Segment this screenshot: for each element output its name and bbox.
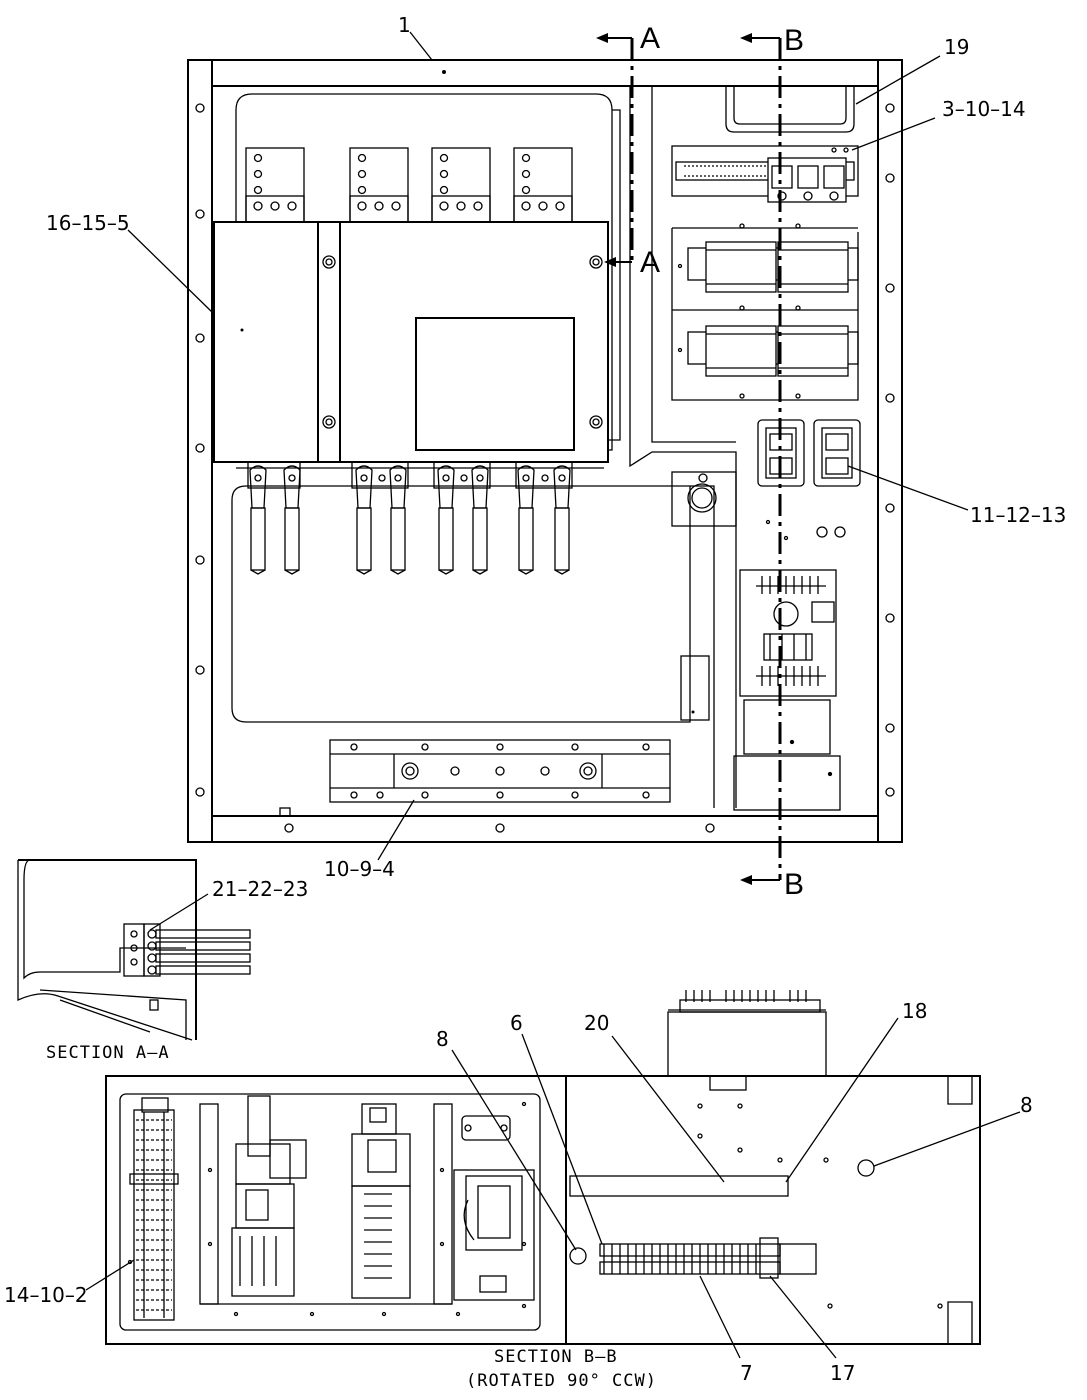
section-aa-view [17,859,251,1041]
callout-1: 1 [398,13,411,37]
leader-lines [127,31,969,861]
din-components-2 [351,1103,411,1299]
section-mark-a-mid: A [640,246,660,279]
section-bb-subtitle: (ROTATED 90° CCW) [466,1371,657,1391]
callout-19: 19 [944,35,969,59]
callout-20: 20 [584,1011,609,1035]
callout-11-12-13: 11–12–13 [970,503,1066,527]
right-side-components [569,990,943,1309]
callout-18: 18 [902,999,927,1023]
callout-21-22-23: 21–22–23 [212,877,308,901]
section-mark-a-top: A [640,22,660,55]
transformer [453,1115,535,1301]
callout-16-15-5: 16–15–5 [46,211,130,235]
leader-lines-bb [85,1017,1021,1359]
callout-6: 6 [510,1011,523,1035]
output-cables [236,461,604,575]
callout-14-10-2: 14–10–2 [4,1283,88,1307]
section-aa-title: SECTION A–A [46,1043,170,1063]
terminal-strip [129,1097,179,1321]
din-components-1 [231,1095,307,1297]
section-bb-title: SECTION B–B [494,1347,618,1367]
section-cut-lines [596,33,782,885]
front-view [127,31,969,885]
right-column [671,86,861,811]
callout-7: 7 [740,1361,753,1385]
drive-unit [213,221,609,463]
callout-8-right: 8 [1020,1093,1033,1117]
cable-gland [671,471,737,527]
ground-bus-bar [329,739,671,803]
section-mark-b-bottom: B [784,868,804,901]
callout-10-9-4: 10–9–4 [324,857,395,881]
callout-3-10-14: 3–10–14 [942,97,1026,121]
section-bb-view [85,990,1021,1359]
section-mark-b-top: B [784,24,804,57]
callout-17: 17 [830,1361,855,1385]
top-terminal-blocks [245,147,573,223]
callout-8-left: 8 [436,1027,449,1051]
mounting-holes [195,103,895,833]
